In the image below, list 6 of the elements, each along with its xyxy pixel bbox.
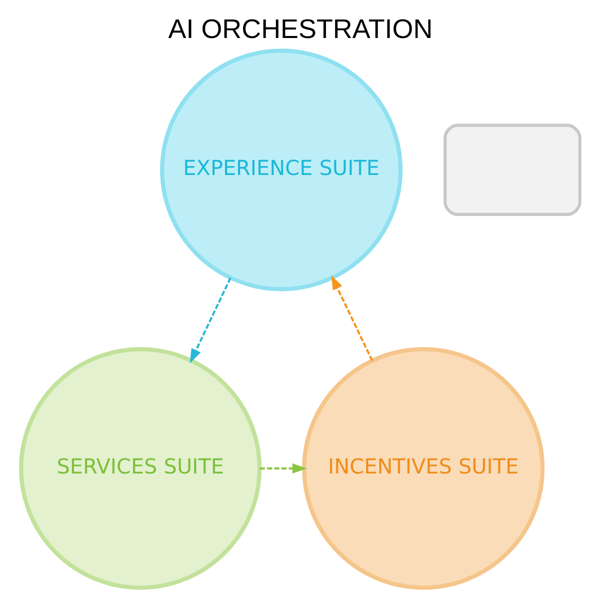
arrow <box>189 278 231 364</box>
node-box <box>443 124 581 216</box>
arrow <box>330 275 373 361</box>
diagram-title: AI ORCHESTRATION <box>168 14 432 44</box>
arrow <box>259 463 306 474</box>
node-circle: INCENTIVES SUITE <box>302 347 544 590</box>
